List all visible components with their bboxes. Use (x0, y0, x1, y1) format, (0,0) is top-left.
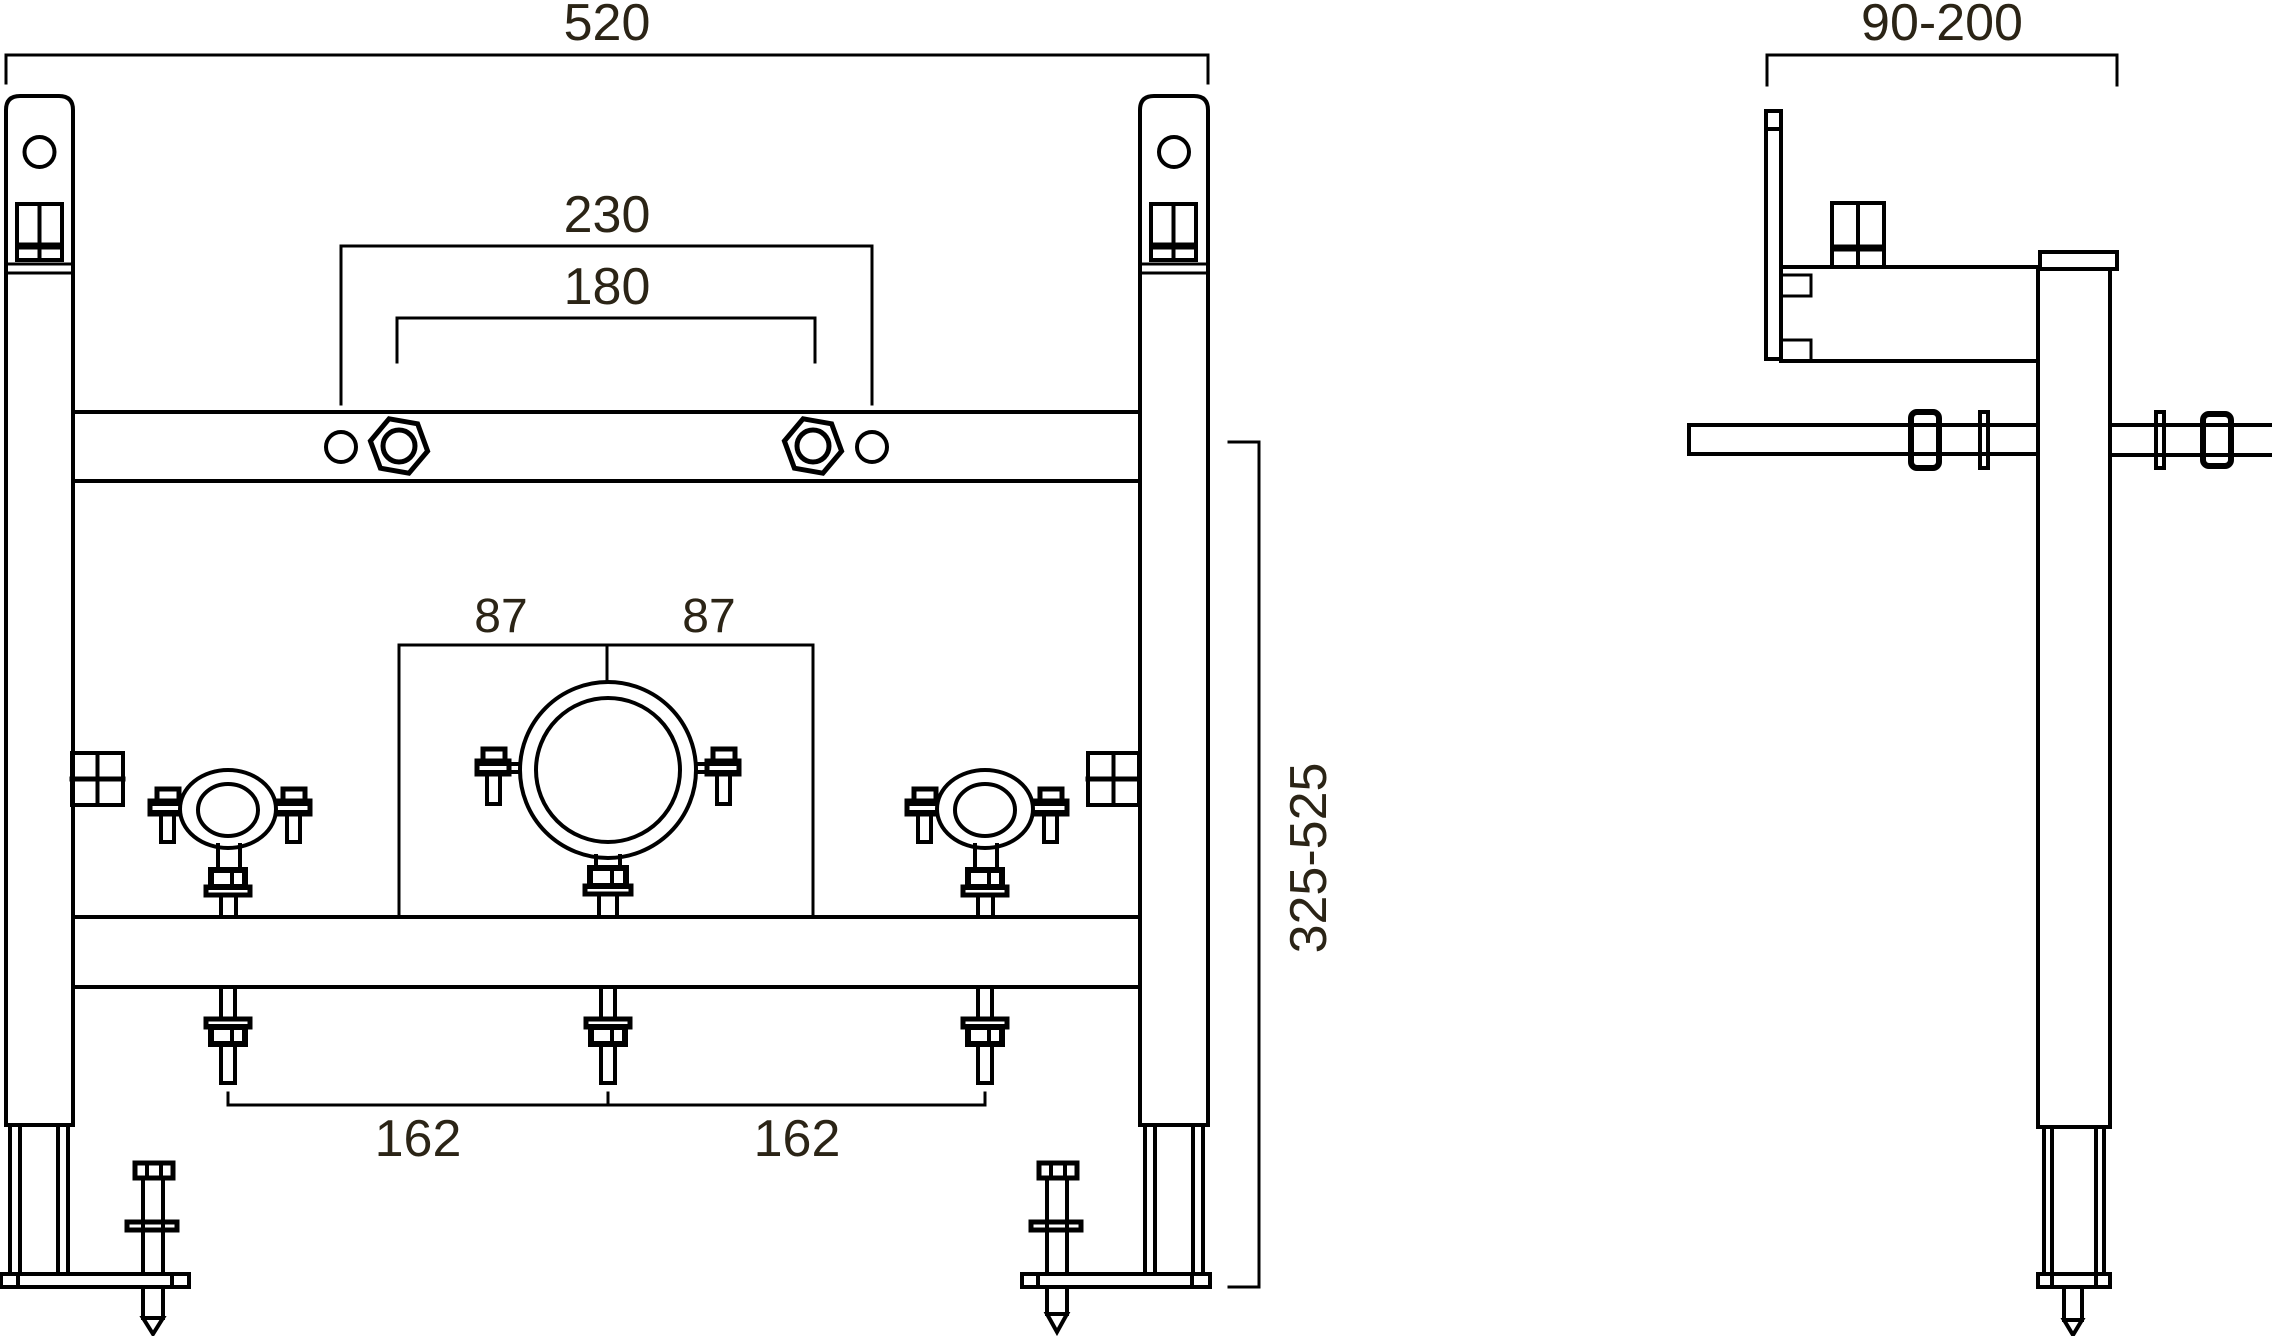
dimension-label-frame-width: 520 (564, 0, 651, 52)
right-post-flange (1138, 262, 1210, 275)
dimension-label-clamp-offset-right: 87 (682, 590, 735, 643)
dimension-rod-spacing: 162 162 (226, 1091, 987, 1168)
dimension-wall-distance: 90-200 (1765, 0, 2119, 87)
lower-rail (71, 915, 1142, 989)
center-pipe-clamp (474, 680, 742, 919)
stud-washer-right (2154, 410, 2166, 470)
left-post-hole (22, 135, 57, 169)
dimension-frame-width: 520 (4, 0, 1210, 85)
right-foot (1020, 1123, 1212, 1336)
left-foot (0, 1123, 191, 1336)
dimension-height-range: 325-525 (1227, 440, 1338, 1289)
lower-rod-center (583, 985, 633, 1085)
through-stud (1687, 409, 2272, 471)
arm-bolt (1830, 201, 1886, 269)
stud-nut-right (2200, 411, 2234, 469)
right-post-hole (1157, 135, 1191, 169)
left-post-bolt (15, 202, 64, 262)
side-post (2036, 250, 2119, 1129)
dimension-label-height-range: 325-525 (1280, 763, 1338, 954)
dimension-label-rod-spacing-left: 162 (375, 1110, 462, 1168)
dimension-stud-spacing: 180 (395, 258, 817, 364)
right-post-bracket (1085, 751, 1142, 807)
side-view: 90-200 (1687, 0, 2272, 1336)
dimension-label-outer-fixing-spacing: 230 (564, 186, 651, 244)
rail-hole-right (855, 430, 889, 464)
hex-nut-left (367, 416, 431, 476)
rail-hole-left (324, 430, 358, 464)
top-rail (71, 410, 1142, 483)
lower-rod-left (203, 985, 253, 1085)
left-anchor-bolt (124, 1160, 180, 1336)
lower-rod-right (960, 985, 1010, 1085)
left-post-flange (4, 262, 75, 275)
wall-bracket-plate (1764, 109, 1783, 361)
dimension-clamp-offsets: 87 87 (397, 590, 815, 919)
dimension-outer-fixing-spacing: 230 (339, 186, 874, 406)
right-pipe-clamp (904, 768, 1070, 919)
side-foot (2036, 1125, 2112, 1336)
dimension-label-clamp-offset-left: 87 (474, 590, 527, 643)
dimension-label-wall-distance: 90-200 (1861, 0, 2023, 52)
stud-washer-left (1978, 410, 1990, 470)
dimension-label-stud-spacing: 180 (564, 258, 651, 316)
hex-nut-right (781, 416, 845, 476)
right-post-bolt (1149, 202, 1198, 262)
right-anchor-bolt (1028, 1160, 1084, 1336)
support-arm (1779, 265, 2040, 363)
stud-nut-left (1908, 409, 1942, 471)
front-view: 520 (0, 0, 1338, 1336)
left-pipe-clamp (147, 768, 313, 919)
left-post (4, 94, 75, 1127)
right-post (1138, 94, 1210, 1127)
side-post-cap (2038, 250, 2119, 271)
left-post-bracket (69, 751, 126, 807)
dimension-label-rod-spacing-right: 162 (754, 1110, 841, 1168)
